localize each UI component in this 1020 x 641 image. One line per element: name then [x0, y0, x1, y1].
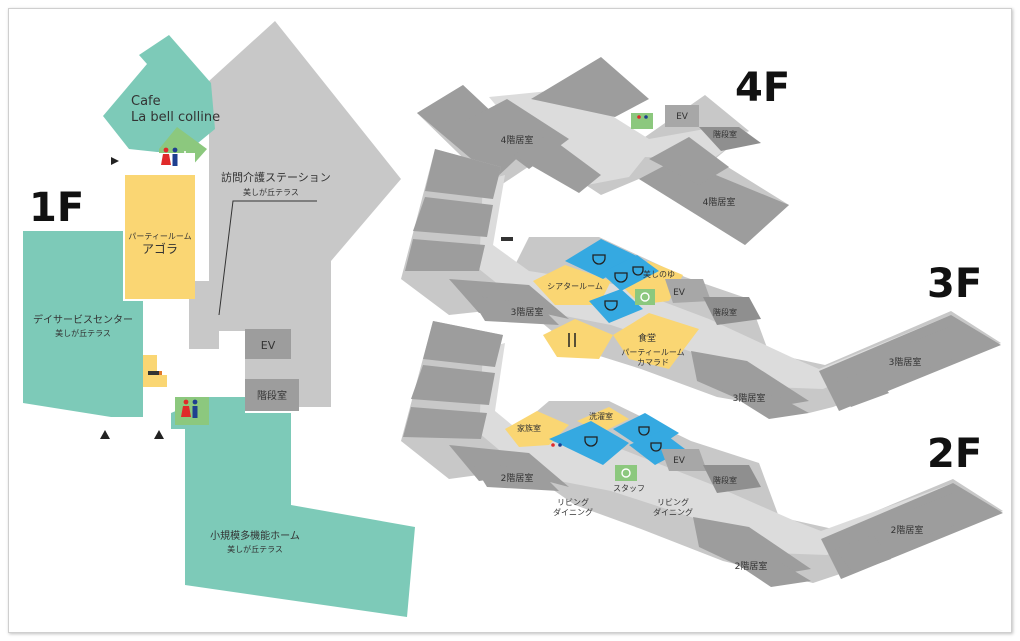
floor-map-svg: 1F Cafe La bell colline パーティールーム アゴラ 訪問介… — [23, 21, 1003, 617]
entrance-arrow-icon — [100, 430, 110, 439]
bath-icon — [584, 426, 662, 452]
floor2-stairs-label: 階段室 — [713, 475, 737, 485]
day-service-sub-label: 美しが丘テラス — [55, 328, 111, 338]
floor1-cafe — [103, 35, 215, 152]
floor4-plan: 4F 4階居室 4階居室 EV 階段室 — [417, 57, 790, 245]
floor1-plan: 1F Cafe La bell colline パーティールーム アゴラ 訪問介… — [23, 21, 415, 617]
floor2-dining2-label: ダイニング — [653, 507, 693, 517]
cafe-name-line1: Cafe — [131, 94, 161, 109]
floor4-rooms-b-label: 4階居室 — [703, 196, 736, 208]
floor1-label: 1F — [29, 185, 84, 231]
bath-icon — [592, 254, 644, 311]
floor1-main-building — [189, 21, 401, 407]
entrance-arrow-icon — [154, 430, 164, 439]
floor1-party-room — [125, 175, 195, 299]
smoking-icon — [148, 371, 162, 375]
party-room-label: パーティールーム — [128, 232, 191, 241]
floor4-rooms-b — [639, 159, 789, 245]
floor1-stairs — [245, 379, 299, 411]
floor2-rooms-a-label: 2階居室 — [501, 472, 534, 484]
floor4-rooms-a-label: 4階居室 — [501, 134, 534, 146]
floor2-ev-label: EV — [673, 456, 686, 466]
floor3-theater — [533, 265, 611, 305]
floor3-party-name: カマラド — [637, 358, 669, 367]
cafe-name-line2: La bell colline — [131, 110, 220, 125]
floor2-family-label: 家族室 — [517, 423, 541, 433]
floor3-plan: 3F シアタールーム 美しのゆ EV 階段室 3階居室 3階居室 3階居室 食堂… — [401, 149, 1001, 419]
station-label: 訪問介護ステーション — [221, 170, 331, 184]
floor3-party-label: パーティールーム — [621, 348, 684, 357]
station-sub-label: 美しが丘テラス — [243, 187, 299, 197]
party-room-name: アゴラ — [142, 241, 178, 256]
utensils-icon — [568, 333, 576, 347]
floor2-staff-label: スタッフ — [613, 484, 645, 493]
floor2-rooms-b-label: 2階居室 — [735, 560, 768, 572]
small-home-sub-label: 美しが丘テラス — [227, 544, 283, 554]
floor2-plan: 2F 洗濯室 家族室 EV 階段室 スタッフ 2階居室 リビング ダイニング リ… — [401, 321, 1003, 587]
floor4-label: 4F — [735, 65, 790, 111]
floor1-stairs-label: 階段室 — [257, 389, 287, 402]
restroom-icon — [551, 443, 562, 447]
floor1-day-service — [23, 231, 143, 417]
floor1-restroom-bottom — [175, 397, 209, 425]
wheelchair-icon — [181, 151, 193, 166]
floor1-small-home — [171, 397, 415, 617]
floor1-ev-label: EV — [261, 339, 276, 352]
floor3-rooms-a-label: 3階居室 — [511, 306, 544, 318]
floor4-restroom — [631, 113, 653, 129]
floor4-rooms-a — [417, 85, 529, 179]
floor4-stairs — [699, 127, 761, 151]
floor2-label: 2F — [927, 431, 982, 477]
smoking-icon — [501, 237, 513, 241]
floor3-bath-a — [565, 239, 639, 279]
floor2-rooms-b — [693, 517, 811, 577]
small-home-label: 小規模多機能ホーム — [210, 529, 300, 542]
day-service-label: デイサービスセンター — [33, 313, 133, 326]
floor3-bath-label: 美しのゆ — [643, 269, 675, 279]
floor3-rooms-c-label: 3階居室 — [889, 356, 922, 368]
floor1-ev — [245, 329, 291, 359]
restroom-icon — [181, 399, 198, 418]
floor3-label: 3F — [927, 261, 982, 307]
floor2-staff-area — [615, 465, 637, 481]
floor3-dining — [543, 319, 613, 359]
floor3-stairs-label: 階段室 — [713, 307, 737, 317]
restroom-icon — [161, 147, 178, 166]
floor2-living2-label: リビング — [657, 497, 689, 507]
floor4-ev-label: EV — [676, 112, 689, 122]
floor4-ev — [665, 105, 699, 127]
floor2-living1-label: リビング — [557, 497, 589, 507]
floor3-stairs — [703, 297, 761, 325]
floor4-stairs-label: 階段室 — [713, 129, 737, 139]
floor2-rooms-c-label: 2階居室 — [891, 524, 924, 536]
floor3-rooms-b — [691, 351, 809, 409]
floor2-laundry-label: 洗濯室 — [589, 411, 613, 421]
floor3-bath-b — [601, 255, 659, 291]
floor-map: 1F Cafe La bell colline パーティールーム アゴラ 訪問介… — [8, 8, 1012, 633]
floor3-rooms-b-label: 3階居室 — [733, 392, 766, 404]
floor3-dining-label: 食堂 — [638, 332, 656, 344]
floor2-bath-a — [549, 421, 629, 465]
floor3-theater-label: シアタールーム — [547, 282, 603, 291]
entrance-arrow-icon — [111, 157, 119, 165]
floor3-ev — [665, 279, 711, 303]
floor3-ev-label: EV — [673, 288, 686, 298]
floor2-stairs — [703, 465, 761, 493]
floor2-ev — [661, 449, 707, 471]
floor2-dining1-label: ダイニング — [553, 507, 593, 517]
